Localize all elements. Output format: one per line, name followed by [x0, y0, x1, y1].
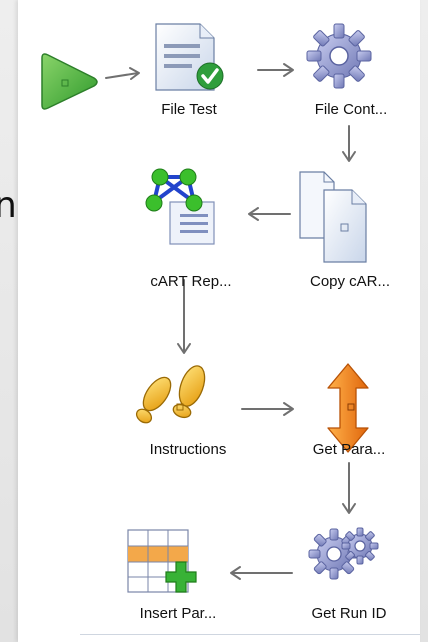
table-add-icon[interactable] — [127, 529, 197, 593]
node-label-insert-parameters[interactable]: Insert Par... — [139, 605, 217, 622]
workflow-canvas[interactable]: File Test File Cont... cART Rep... Copy … — [18, 0, 420, 642]
connector-arrows — [105, 63, 356, 580]
arrow-instructions-to-get-parameters — [241, 402, 294, 416]
arrow-start-to-file-test — [105, 67, 140, 80]
play-icon[interactable] — [41, 53, 98, 110]
footprints-icon[interactable] — [134, 363, 210, 426]
gear-icon[interactable] — [306, 23, 372, 89]
copy-documents-icon[interactable] — [299, 171, 367, 263]
node-label-copy-cart[interactable]: Copy cAR... — [309, 273, 391, 290]
arrow-get-run-id-to-insert — [230, 566, 293, 580]
node-label-instructions[interactable]: Instructions — [149, 441, 227, 458]
divider — [80, 634, 420, 635]
network-report-icon[interactable] — [145, 168, 215, 245]
node-label-file-test[interactable]: File Test — [161, 101, 217, 118]
arrow-file-content-to-copy — [342, 125, 356, 162]
vertical-arrows-icon[interactable] — [327, 363, 369, 453]
document-check-icon[interactable] — [155, 23, 224, 91]
arrow-cart-report-to-instructions — [177, 279, 191, 354]
gears-icon[interactable] — [308, 527, 379, 580]
node-label-file-content[interactable]: File Cont... — [314, 101, 388, 118]
node-label-get-run-id[interactable]: Get Run ID — [311, 605, 387, 622]
arrow-file-test-to-file-content — [257, 63, 294, 77]
node-label-get-parameters[interactable]: Get Para... — [312, 441, 386, 458]
arrow-get-parameters-to-get-run-id — [342, 462, 356, 514]
arrow-copy-to-cart-report — [248, 207, 291, 221]
workflow-diagram — [41, 23, 379, 593]
node-label-cart-report[interactable]: cART Rep... — [150, 273, 232, 290]
